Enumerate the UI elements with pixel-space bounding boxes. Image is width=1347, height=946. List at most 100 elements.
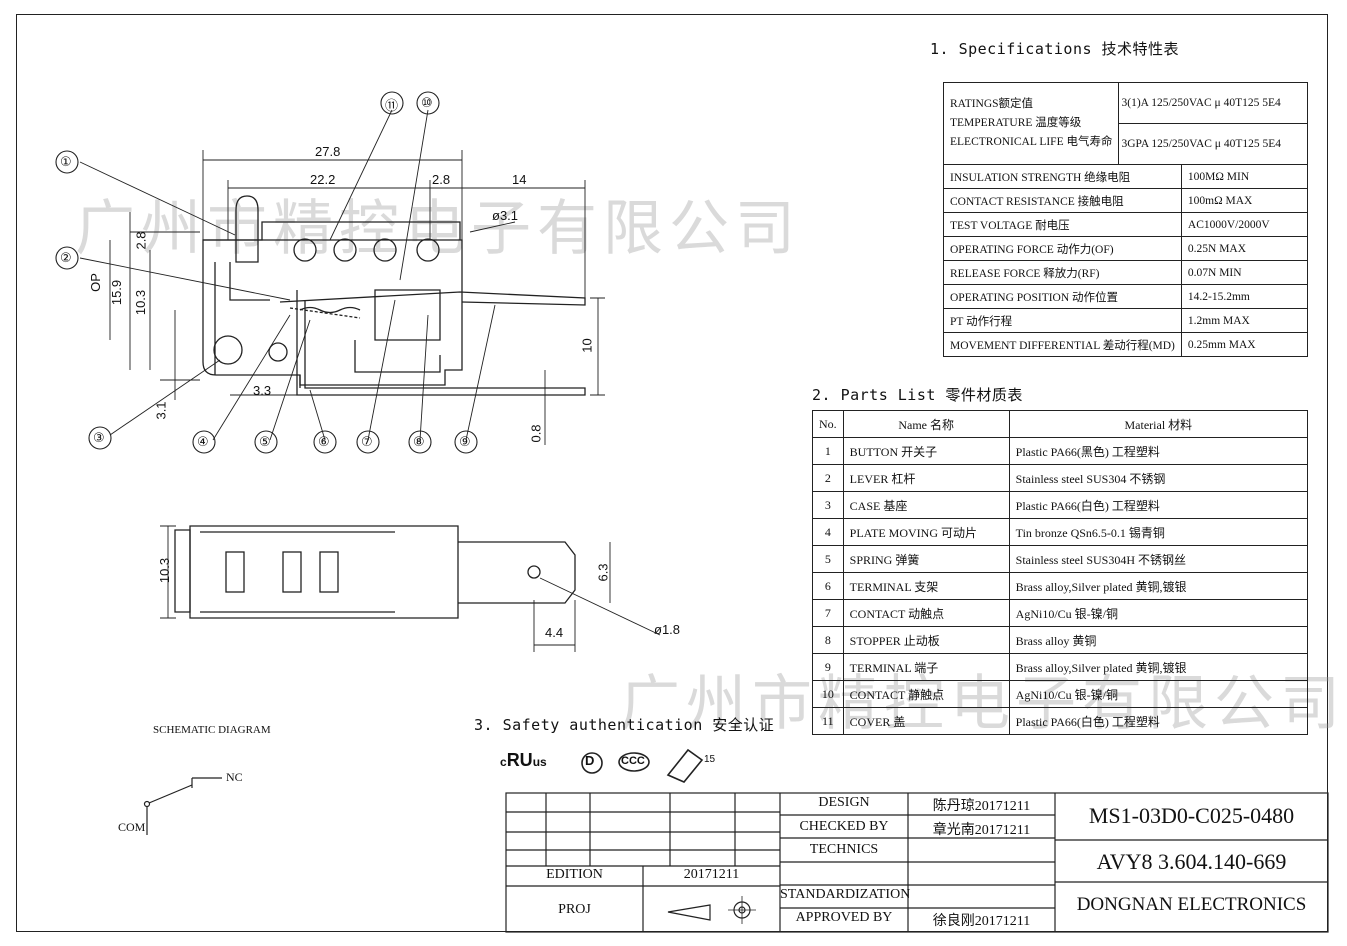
spec-value: 0.07N MIN	[1180, 260, 1309, 285]
dim-2-8-left: 2.8	[133, 231, 149, 250]
bottom-view	[160, 525, 661, 652]
ul-ru-text: RU	[506, 750, 533, 770]
checked-value: 章光南20171211	[932, 823, 1031, 838]
part-material: Plastic PA66(黑色) 工程塑料	[1008, 437, 1309, 465]
dim-6-3: 6.3	[595, 563, 611, 582]
standardization-label: STANDARDIZATION	[780, 887, 911, 902]
approved-value: 徐良刚20171211	[932, 914, 1031, 929]
title-block-grid	[505, 792, 1329, 933]
part-material: Plastic PA66(白色) 工程塑料	[1008, 707, 1309, 735]
part-name: COVER 盖	[842, 707, 1010, 735]
parts-title: 2. Parts List 零件材质表	[812, 386, 1023, 404]
spec-life-label: ELECTRONICAL LIFE 电气寿命	[950, 136, 1113, 148]
part-material: Stainless steel SUS304 不锈钢	[1008, 464, 1309, 492]
ul-mark-icon: cRUus	[500, 750, 547, 771]
part-no: 4	[812, 518, 844, 546]
button	[235, 195, 259, 263]
schematic-com: COM	[118, 820, 146, 834]
part-material: Brass alloy 黄铜	[1008, 626, 1309, 654]
parts-header-name: Name 名称	[842, 410, 1010, 438]
dim-phi-1-8: ø1.8	[654, 622, 681, 637]
dim-10-right: 10	[579, 338, 595, 353]
callout-10: ⑩	[421, 95, 433, 110]
part-material: Brass alloy,Silver plated 黄铜,镀银	[1008, 653, 1309, 681]
technics-label: TECHNICS	[809, 842, 879, 857]
callout-1: ①	[60, 154, 72, 169]
callout-5: ⑤	[259, 434, 271, 449]
dim-0-8: 0.8	[528, 424, 544, 443]
safety-title: 3. Safety authentication 安全认证	[474, 716, 775, 734]
spec-label: INSULATION STRENGTH 绝缘电阻	[943, 164, 1182, 189]
dim-14: 14	[512, 172, 527, 187]
part-no: 7	[812, 599, 844, 627]
specifications-title: 1. Specifications 技术特性表	[930, 40, 1180, 58]
part-material: Stainless steel SUS304H 不锈钢丝	[1008, 545, 1309, 573]
spec-ratings-label: RATINGS额定值	[950, 98, 1034, 110]
spec-life-value: 3GPA 125/250VAC μ 40T125 5E4	[1118, 123, 1308, 165]
spec-label: MOVEMENT DIFFERENTIAL 差动行程(MD)	[943, 332, 1182, 357]
checked-label: CHECKED BY	[799, 819, 889, 834]
spec-label: PT 动作行程	[943, 308, 1182, 333]
lever	[279, 291, 586, 306]
callout-3: ③	[93, 430, 105, 445]
edition-value: 20171211	[683, 867, 740, 882]
part-name: SPRING 弹簧	[842, 545, 1010, 573]
part-no: 10	[812, 680, 844, 708]
dim-3-1: 3.1	[153, 401, 169, 420]
spec-value: 100MΩ MIN	[1180, 164, 1309, 189]
spec-value: AC1000V/2000V	[1180, 212, 1309, 237]
approved-label: APPROVED BY	[795, 910, 893, 925]
part-name: CONTACT 静触点	[842, 680, 1010, 708]
ul-us-text: us	[532, 755, 547, 769]
spring	[299, 306, 361, 314]
part-no: 6	[812, 572, 844, 600]
spec-label: TEST VOLTAGE 耐电压	[943, 212, 1182, 237]
spec-value: 100mΩ MAX	[1180, 188, 1309, 213]
dim-22-2: 22.2	[310, 172, 336, 187]
callout-8: ⑧	[413, 434, 425, 449]
dim-10-3-bottom: 10.3	[157, 557, 173, 584]
schematic-symbol	[143, 777, 222, 835]
design-value: 陈丹琼20171211	[932, 799, 1031, 814]
dim-10-3-side: 10.3	[133, 289, 149, 316]
part-material: Tin bronze QSn6.5-0.1 锡青铜	[1008, 518, 1309, 546]
part-name: STOPPER 止动板	[842, 626, 1010, 654]
part-no: 5	[812, 545, 844, 573]
company-name: DONGNAN ELECTRONICS	[1076, 894, 1307, 915]
spec-label: RELEASE FORCE 释放力(RF)	[943, 260, 1182, 285]
schematic-title: SCHEMATIC DIAGRAM	[153, 724, 271, 736]
schematic-nc: NC	[226, 770, 243, 784]
enec-mark-number: 15	[704, 754, 716, 765]
part-name: LEVER 杠杆	[842, 464, 1010, 492]
side-view	[202, 195, 586, 396]
part-no: 11	[812, 707, 844, 735]
dim-3-3: 3.3	[253, 383, 272, 398]
callout-6: ⑥	[318, 434, 330, 449]
part-no: 1	[812, 437, 844, 465]
dim-4-4: 4.4	[545, 625, 564, 640]
proj-label: PROJ	[558, 902, 591, 917]
part-material: AgNi10/Cu 银-镍/铜	[1008, 599, 1309, 627]
part-no: 2	[812, 464, 844, 492]
dim-15-9: 15.9	[109, 279, 125, 306]
callout-9: ⑨	[459, 434, 471, 449]
part-material: AgNi10/Cu 银-镍/铜	[1008, 680, 1309, 708]
callout-4: ④	[197, 434, 209, 449]
dim-27-8: 27.8	[315, 144, 341, 159]
dim-op: OP	[87, 273, 103, 292]
d-mark-icon: D	[585, 753, 595, 768]
part-no: 8	[812, 626, 844, 654]
part-name: PLATE MOVING 可动片	[842, 518, 1010, 546]
model-number: AVY8 3.604.140-669	[1096, 849, 1287, 874]
dim-2-8-top: 2.8	[432, 172, 451, 187]
spec-label: OPERATING FORCE 动作力(OF)	[943, 236, 1182, 261]
part-material: Brass alloy,Silver plated 黄铜,镀银	[1008, 572, 1309, 600]
watermark-top: 广州市精控电子有限公司	[75, 194, 801, 264]
spec-value: 14.2-15.2mm	[1180, 284, 1309, 309]
dim-phi-3-1: ø3.1	[492, 208, 519, 223]
spec-temperature-label: TEMPERATURE 温度等级	[950, 117, 1082, 129]
spec-value: 1.2mm MAX	[1180, 308, 1309, 333]
